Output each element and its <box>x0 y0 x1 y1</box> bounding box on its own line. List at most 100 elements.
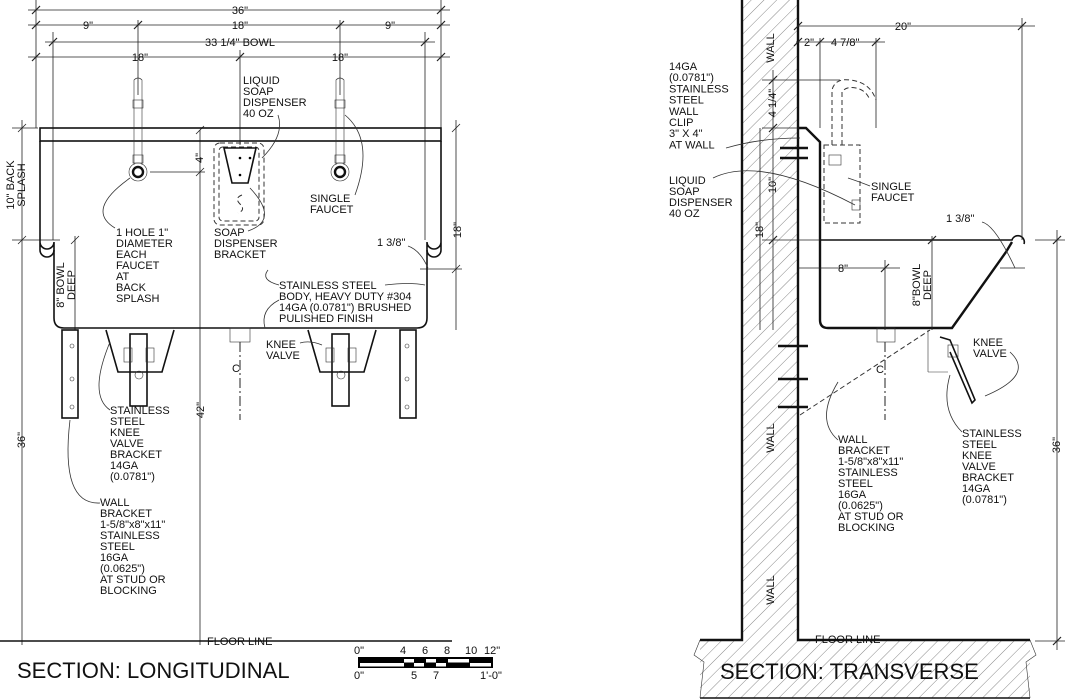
scale-label-top: 6 <box>422 645 428 657</box>
note-line: BRACKET <box>838 445 890 457</box>
note-line: STAINLESS <box>110 405 170 417</box>
note-line: EACH <box>116 249 147 261</box>
note-line: BRACKET <box>100 508 152 520</box>
dim-four-1-4: 4 1/4" <box>767 89 779 117</box>
note-line: 1-5/8"x8"x11" <box>838 456 903 468</box>
knee-valve-side <box>927 330 976 405</box>
note-line: BRACKET <box>962 472 1014 484</box>
note-line: (0.0781") <box>962 494 1007 506</box>
note-line: FAUCET <box>310 204 354 216</box>
knee-valve-right <box>307 329 377 407</box>
dim-rim: 1 3/8" <box>377 237 405 249</box>
dim-36-height: 36" <box>16 432 28 448</box>
dim-two: 2" <box>804 37 814 49</box>
note-line: DIAMETER <box>116 238 173 250</box>
dim-eight: 8" <box>838 263 848 275</box>
note-line: CLIP <box>669 117 693 129</box>
note-line: VALVE <box>110 438 144 450</box>
wall-label: WALL <box>765 33 777 63</box>
leader-lines <box>67 114 429 504</box>
transverse-labels: 20" 2" 4 7/8" 4 1/4" 10" 18" 1 3/8" 8" 8… <box>669 21 1063 684</box>
note-line: DISPENSER <box>243 97 307 109</box>
drain-centerline-side: C <box>876 327 896 420</box>
note-line: BRACKET <box>214 249 266 261</box>
dim-bowl-deep: 8"BOWLDEEP <box>911 264 934 306</box>
dim-bowl-deep: 8" BOWLDEEP <box>55 262 78 307</box>
note-line: 14GA <box>110 460 139 472</box>
note-line: STAINLESS STEEL <box>279 280 377 292</box>
note-line: SOAP <box>243 86 274 98</box>
dim-rim: 1 3/8" <box>946 213 974 225</box>
note-line: AT STUD OR <box>838 511 904 523</box>
note-line: 14GA <box>669 61 698 73</box>
dim-four-7-8: 4 7/8" <box>831 37 859 49</box>
knee-valve-left <box>105 329 175 407</box>
note-line: DEEP <box>66 270 78 300</box>
note-line: 14GA (0.0781") BRUSHED <box>279 302 411 314</box>
note-line: AT <box>116 271 130 283</box>
note-line: SOAP <box>214 227 245 239</box>
note-line: SINGLE <box>871 181 911 193</box>
scale-label-top: 12" <box>484 645 500 657</box>
note-line: (0.0781") <box>110 471 155 483</box>
note-line: KNEE <box>266 339 296 351</box>
scale-label-bottom: 1'-0" <box>480 670 502 682</box>
note-line: STEEL <box>669 95 704 107</box>
note-line: PULISHED FINISH <box>279 313 373 325</box>
note-line: DISPENSER <box>214 238 278 250</box>
longitudinal-section: C 36" 9" 18" 9" 33 1/4" BOWL 18" 18" 4" … <box>0 0 464 683</box>
faucet-left <box>128 77 148 182</box>
note-line: STAINLESS <box>669 83 729 95</box>
dim-four: 4" <box>194 153 206 163</box>
drain-centerline: C <box>229 327 251 420</box>
note-line: FAUCET <box>871 192 915 204</box>
soap-dispenser <box>213 142 265 226</box>
note-line: WALL <box>838 434 868 446</box>
note-line: SPLASH <box>116 293 159 305</box>
scale-label-bottom: 5 <box>411 670 417 682</box>
note-line: 40 OZ <box>243 108 274 120</box>
note-line: SINGLE <box>310 193 350 205</box>
note-line: STAINLESS <box>838 467 898 479</box>
note-line: STEEL <box>962 439 997 451</box>
centerline-symbol: C <box>876 364 884 376</box>
note-line: DISPENSER <box>669 197 733 209</box>
scale-label-top: 10 <box>465 645 477 657</box>
note-line: WALL <box>669 106 699 118</box>
note-line: VALVE <box>266 350 300 362</box>
scale-label-top: 4 <box>400 645 406 657</box>
transverse-leader-lines <box>712 137 1019 441</box>
note-line: 16GA <box>838 489 867 501</box>
note-line: AT STUD OR <box>100 574 166 586</box>
wall-label: WALL <box>765 575 777 605</box>
faucet-side <box>823 79 877 224</box>
dim-42-height: 42" <box>195 402 207 418</box>
floor-line-label: FLOOR LINE <box>207 636 272 648</box>
dim-eighteen: 18" <box>754 222 766 238</box>
note-line: LIQUID <box>669 175 706 187</box>
note-line: VALVE <box>962 461 996 473</box>
note-line: 3" X 4" <box>669 128 703 140</box>
dim-backsplash: 10" BACKSPLASH <box>5 160 28 210</box>
note-line: DEEP <box>922 270 934 300</box>
dim-left-offset: 9" <box>83 20 93 32</box>
note-line: 1-5/8"x8"x11" <box>100 519 165 531</box>
scale-bar: 0" 4 6 8 10 12" 0" 5 7 1'-0" <box>354 645 502 682</box>
section-title-longitudinal: SECTION: LONGITUDINAL <box>17 658 290 683</box>
wall-clip-fasteners <box>778 146 808 409</box>
note-line: BRACKET <box>110 449 162 461</box>
dim-ten: 10" <box>767 177 779 193</box>
dim-bowl-width: 33 1/4" BOWL <box>205 37 275 49</box>
note-line: 1 HOLE 1" <box>116 227 168 239</box>
note-line: STEEL <box>100 541 135 553</box>
transverse-section: C 20" 2" 4 7/8" 4 1/4" 10" 18" 1 3/8" 8"… <box>669 0 1065 699</box>
note-line: 8"BOWL <box>911 264 923 306</box>
